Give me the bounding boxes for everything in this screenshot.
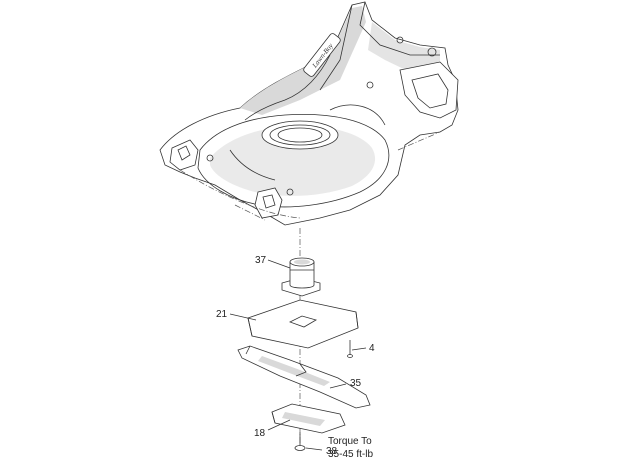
mower-deck-housing: Lawn-Boy (159, 1, 459, 226)
pin-part-4 (347, 340, 353, 358)
callout-37: 37 (255, 255, 267, 266)
blade-disc-part-21 (247, 299, 359, 349)
callout-21: 21 (216, 309, 228, 320)
blade-adapter-part-37 (281, 257, 321, 297)
callout-leaders (229, 259, 367, 451)
blade-bolt-part-38 (294, 432, 306, 451)
torque-note-line1: Torque To (328, 436, 372, 447)
torque-note-line2: 35-45 ft-lb (328, 449, 373, 460)
stiffener-part-18 (271, 403, 346, 434)
cutting-blade-part-35 (237, 345, 371, 409)
callout-38: 38 (326, 446, 338, 457)
callout-18: 18 (254, 428, 266, 439)
callout-35: 35 (350, 378, 362, 389)
callout-4: 4 (369, 343, 375, 354)
